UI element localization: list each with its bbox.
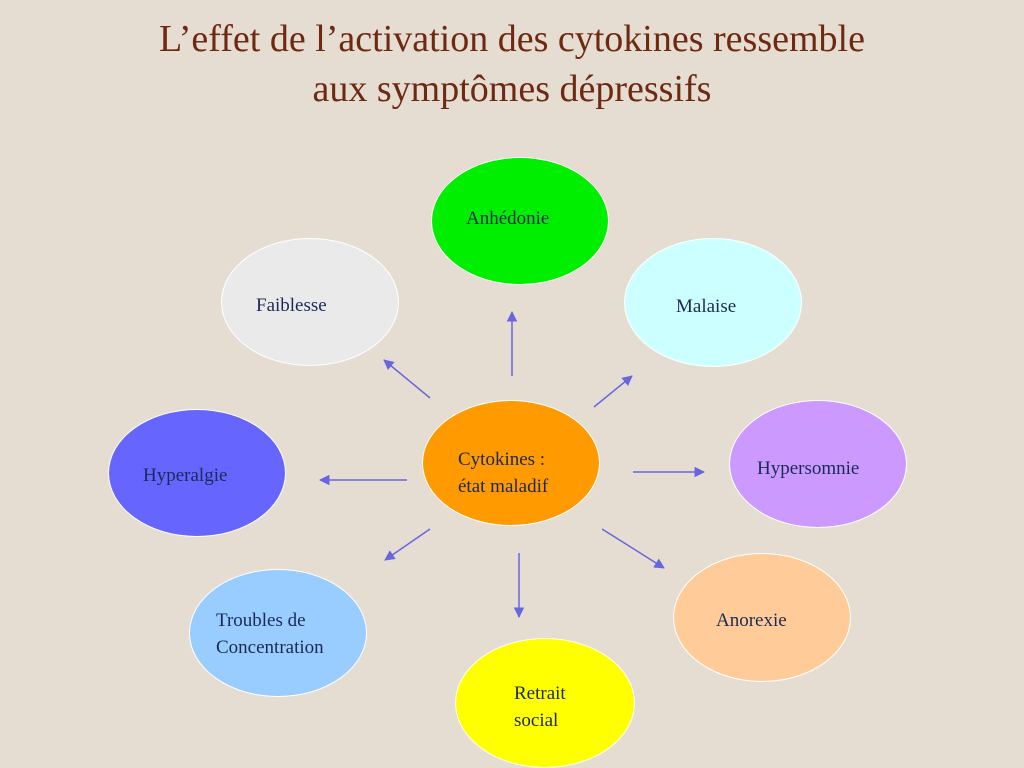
node-faiblesse [221, 238, 399, 366]
node-anorexie-label: Anorexie [716, 610, 787, 631]
node-hypersomnie-label: Hypersomnie [757, 458, 860, 479]
slide-title-line-1: L’effet de l’activation des cytokines re… [159, 18, 865, 60]
node-malaise [624, 238, 802, 367]
center-node-cytokines [422, 400, 600, 526]
arrow-to-faiblesse [383, 359, 431, 399]
node-anorexie [673, 553, 851, 682]
node-anhedonie [431, 157, 609, 285]
center-node-label: Cytokines : état maladif [458, 449, 549, 497]
node-retrait-social [455, 638, 635, 768]
node-anhedonie-label: Anhédonie [466, 208, 550, 229]
arrow-to-troubles-concentration [384, 528, 431, 561]
node-hyperalgie-label: Hyperalgie [143, 465, 228, 486]
arrow-to-anorexie [601, 528, 665, 569]
slide-title: L’effet de l’activation des cytokines re… [0, 14, 1024, 114]
node-faiblesse-label: Faiblesse [256, 295, 327, 316]
node-hyperalgie [108, 409, 286, 537]
node-retrait-social-label: Retrait social [514, 683, 566, 731]
arrow-to-malaise [593, 375, 633, 408]
node-hypersomnie [729, 400, 907, 528]
node-troubles-concentration [189, 569, 367, 697]
node-troubles-concentration-label: Troubles de Concentration [216, 610, 324, 658]
slide-title-line-2: aux symptômes dépressifs [312, 68, 712, 110]
node-malaise-label: Malaise [676, 296, 737, 317]
